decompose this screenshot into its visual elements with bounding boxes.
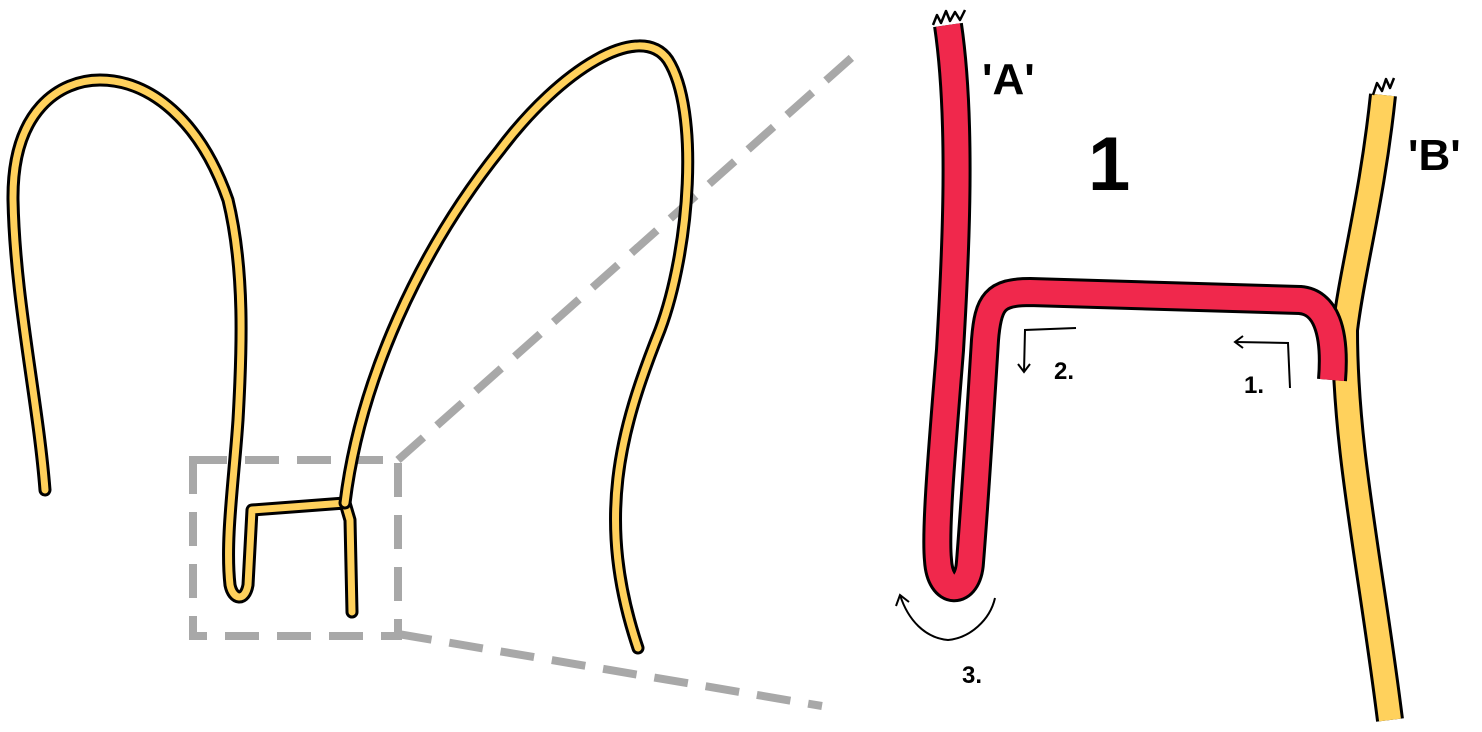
step-number: 1 [1088, 122, 1130, 207]
arrow-step-3 [896, 595, 995, 640]
zoom-line-top [398, 52, 858, 460]
end-label-b: 'B' [1408, 131, 1461, 180]
end-label-a: 'A' [982, 55, 1035, 104]
step-label-2: 2. [1054, 358, 1074, 385]
strand-b [1345, 78, 1394, 720]
step-label-1: 1. [1244, 372, 1264, 399]
overview-strand [13, 46, 688, 648]
zoom-indicator [193, 52, 858, 706]
zoom-line-bottom [398, 634, 822, 706]
step-label-3: 3. [962, 662, 982, 689]
